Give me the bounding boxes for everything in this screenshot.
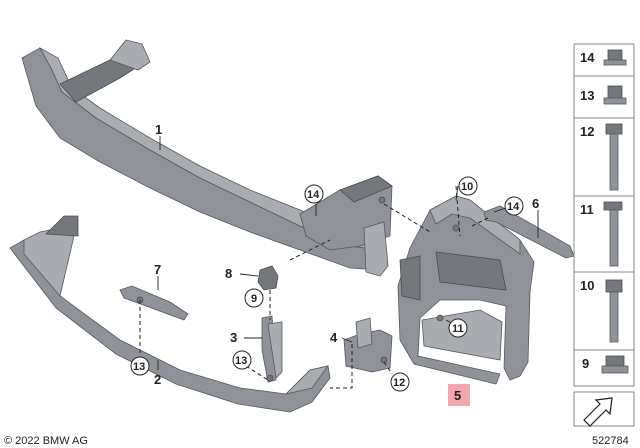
part-1-bumper-carrier[interactable] (21, 39, 393, 277)
callout-10: 10 (461, 181, 473, 193)
callout-14-a: 14 (307, 189, 320, 201)
orientation-arrow-box (573, 391, 635, 427)
part-5-side-frame[interactable] (397, 195, 535, 385)
callout-13-a: 13 (133, 361, 145, 373)
callout-10-circle[interactable]: 10 (458, 176, 478, 196)
nut-icon (603, 49, 627, 66)
callout-9: 9 (251, 293, 257, 305)
legend-num-10: 10 (580, 278, 594, 293)
callout-11-circle[interactable]: 11 (448, 318, 468, 338)
callout-11: 11 (452, 323, 464, 335)
part-7-bracket[interactable] (119, 285, 189, 321)
legend-item-10[interactable]: 10 (580, 278, 623, 343)
callout-12: 12 (393, 377, 405, 389)
callout-12-circle[interactable]: 12 (390, 372, 410, 392)
callout-13-circle-a[interactable]: 13 (130, 356, 150, 376)
arrow-icon (583, 397, 613, 427)
part-4-bracket[interactable] (343, 317, 393, 373)
flange-nut-icon (603, 85, 627, 105)
part-8-buffer[interactable] (257, 265, 279, 291)
legend-num-14: 14 (580, 50, 595, 65)
legend-num-12: 12 (580, 124, 594, 139)
hex-bolt-icon (605, 279, 623, 343)
callout-9-circle[interactable]: 9 (244, 288, 264, 308)
callout-5-highlight[interactable]: 5 (448, 384, 470, 406)
part-2-lower-bar[interactable] (9, 215, 331, 413)
legend-num-9: 9 (582, 356, 589, 371)
callout-14-circle-a[interactable]: 14 (304, 184, 324, 204)
legend-item-13[interactable]: 13 (580, 85, 627, 105)
callout-3: 3 (230, 330, 237, 345)
callout-13-b: 13 (235, 355, 247, 367)
callout-4: 4 (330, 330, 338, 345)
legend-item-12[interactable]: 12 (580, 123, 623, 191)
callout-6: 6 (532, 196, 539, 211)
bolt-icon (605, 123, 623, 191)
callout-1: 1 (155, 122, 162, 137)
callout-14-b: 14 (507, 201, 520, 213)
copyright: © 2022 BMW AG (4, 435, 88, 447)
dashed-guides (139, 185, 489, 389)
callout-14-circle-b[interactable]: 14 (504, 196, 524, 216)
fastener-legend: 14 13 12 11 (573, 43, 635, 387)
legend-num-11: 11 (580, 202, 594, 217)
part-3-bracket[interactable] (261, 315, 283, 383)
callout-8: 8 (225, 266, 232, 281)
screw-icon (603, 201, 623, 267)
collar-nut-icon (601, 355, 629, 374)
legend-num-13: 13 (580, 88, 594, 103)
callout-7: 7 (154, 262, 161, 277)
diagram-number: 522784 (592, 435, 629, 447)
callout-5: 5 (454, 388, 461, 403)
callout-13-circle-b[interactable]: 13 (232, 350, 252, 370)
legend-item-14[interactable]: 14 (580, 49, 627, 66)
legend-item-9[interactable]: 9 (582, 355, 629, 374)
callout-2: 2 (154, 372, 161, 387)
legend-item-11[interactable]: 11 (580, 201, 623, 267)
